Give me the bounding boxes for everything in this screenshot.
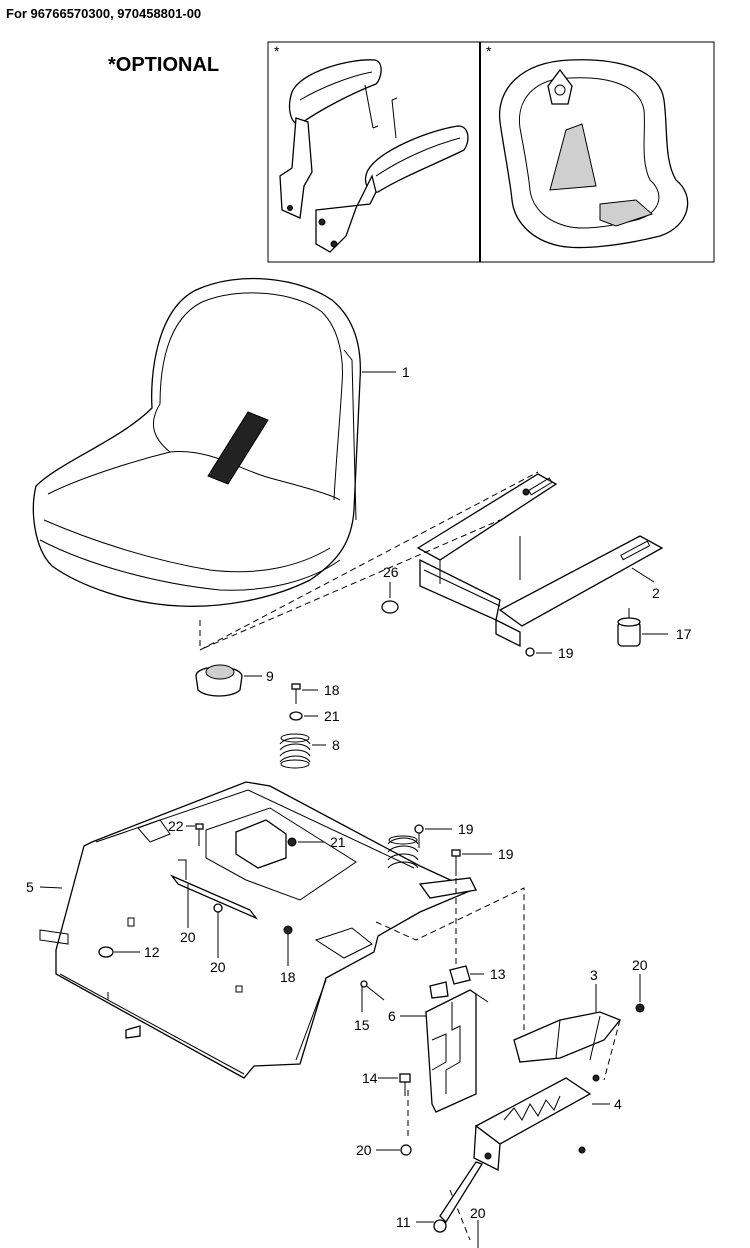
callout-5: 5 xyxy=(26,879,34,895)
callout-20-mid: 19 xyxy=(458,821,474,837)
part-20-bolt-mid xyxy=(414,824,424,848)
armrest-kit xyxy=(279,59,469,253)
guide-right-1 xyxy=(375,887,525,1030)
part-22-nut xyxy=(287,837,297,847)
callout-11: 11 xyxy=(396,1214,411,1230)
callout-1: 1 xyxy=(402,364,410,380)
callout-18: 18 xyxy=(280,969,296,985)
part-5-seat-pan xyxy=(39,781,474,1079)
callout-20-right: 20 xyxy=(632,957,648,973)
callout-9: 9 xyxy=(266,668,274,684)
part-21-nut-pan xyxy=(213,903,223,913)
part-6-latch-bracket xyxy=(425,989,489,1113)
callout-19-top: 19 xyxy=(558,645,574,661)
part-25-bolt xyxy=(195,823,204,846)
callout-22: 21 xyxy=(330,834,346,850)
optional-star-right: * xyxy=(486,43,492,59)
callout-16: 18 xyxy=(324,682,340,698)
part-16-bolt xyxy=(291,683,301,704)
part-20-bolt-right xyxy=(635,1003,645,1013)
part-19-bolt-top xyxy=(525,647,535,657)
callout-19-mid: 19 xyxy=(498,846,514,862)
part-24-bracket xyxy=(170,859,258,920)
callout-13: 13 xyxy=(490,966,506,982)
callout-14: 14 xyxy=(362,1070,378,1086)
callout-15: 15 xyxy=(354,1017,370,1033)
part-17-bumper xyxy=(617,608,641,647)
callout-25: 22 xyxy=(168,818,184,834)
seat-main xyxy=(32,277,361,607)
callout-8: 8 xyxy=(332,737,340,753)
part-23-washer xyxy=(289,711,303,721)
pan-right-tab xyxy=(418,877,477,899)
callout-12: 12 xyxy=(144,944,160,960)
page-header: For 96766570300, 970458801-00 xyxy=(6,6,202,21)
callout-3: 3 xyxy=(590,967,598,983)
part-15-pin xyxy=(360,980,385,1001)
part-9-seat-switch xyxy=(195,664,243,697)
callout-6: 6 xyxy=(388,1008,396,1024)
optional-label: *OPTIONAL xyxy=(108,54,220,76)
part-11-adjust-lever xyxy=(433,1161,483,1233)
part-4-adjustment-plate xyxy=(473,1074,600,1172)
part-18-nut xyxy=(283,925,293,935)
part-8-spring-installed xyxy=(387,835,419,869)
callout-24: 20 xyxy=(180,929,196,945)
optional-high-back-seat xyxy=(498,59,689,249)
part-21-nut-lower xyxy=(400,1144,412,1156)
optional-frame xyxy=(267,41,715,263)
part-3-pivot-bracket xyxy=(513,1011,622,1063)
part-13-clip xyxy=(429,965,471,999)
part-14-bolt xyxy=(399,1073,411,1096)
part-8-spring xyxy=(279,733,311,769)
part-19-bolt-mid xyxy=(451,849,461,876)
part-12-plug xyxy=(98,946,114,958)
seat-slide-rails xyxy=(416,473,664,648)
callout-21-lower: 20 xyxy=(356,1142,372,1158)
callout-2: 2 xyxy=(652,585,660,601)
guide-seat-mid xyxy=(203,519,501,649)
callout-26: 26 xyxy=(383,564,399,580)
callout-20-bottom: 20 xyxy=(470,1205,486,1221)
callout-4: 4 xyxy=(614,1096,622,1112)
guide-right-5 xyxy=(449,1189,471,1241)
part-26-plug xyxy=(381,600,399,614)
optional-star-left: * xyxy=(274,43,280,59)
guide-seat-left xyxy=(199,471,539,651)
callout-21-pan: 20 xyxy=(210,959,226,975)
callout-23: 21 xyxy=(324,708,340,724)
callout-17: 17 xyxy=(676,626,692,642)
